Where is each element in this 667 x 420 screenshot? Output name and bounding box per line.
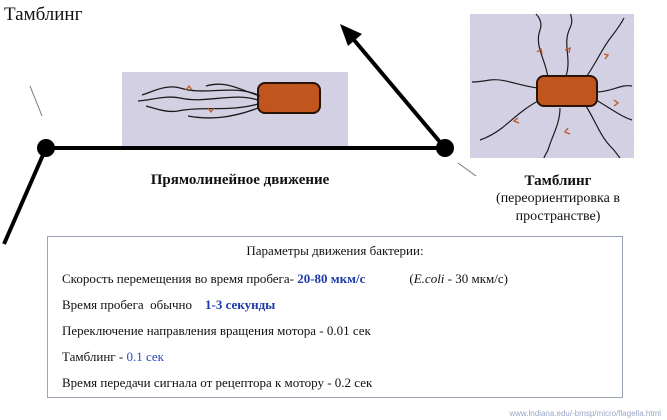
ecoli-speed: - 30 мкм/с) <box>444 271 508 286</box>
parameters-panel: Параметры движения бактерии: Скорость пе… <box>47 236 623 398</box>
switch-row: Переключение направления вращения мотора… <box>62 323 371 338</box>
parameters-title: Параметры движения бактерии: <box>246 243 424 258</box>
tumble-pointer-line <box>457 162 477 177</box>
tumble-point-end <box>436 139 454 157</box>
source-credit: www.lndiana.edu/-bmsp/micro/flagella.htm… <box>509 409 661 418</box>
run-time-value: 1-3 секунды <box>205 297 276 312</box>
run-time-label: Время пробега обычно <box>62 297 206 312</box>
tumble-caption-line2: пространстве) <box>515 209 601 224</box>
signal-row: Время передачи сигнала от рецептора к мо… <box>62 375 373 390</box>
tumble-point-start <box>37 139 55 157</box>
run-label: Прямолинейное движение <box>150 172 330 188</box>
cell-body <box>536 75 598 107</box>
new-direction-arrow <box>352 38 447 150</box>
speed-row: Скорость перемещения во время пробега- 2… <box>62 271 508 286</box>
run-time-row: Время пробега обычно 1-3 секунды <box>62 297 275 313</box>
cell-body <box>257 82 321 114</box>
diagram-title: Тамблинг <box>4 4 83 25</box>
tumble-time-row: Тамблинг - 0.1 сек <box>62 349 164 365</box>
speed-value: 20-80 мкм/с <box>297 271 366 286</box>
tumble-bacterium-image <box>470 13 634 159</box>
title-pointer-line <box>29 85 43 117</box>
speed-label: Скорость перемещения во время пробега- <box>62 271 298 286</box>
flagella-bundle <box>137 83 261 119</box>
tumble-caption-line1: (переориентировка в <box>496 191 620 206</box>
incoming-segment <box>2 147 48 245</box>
trajectory <box>2 24 454 245</box>
tumble-caption-heading: Тамблинг <box>524 173 592 189</box>
tumble-caption: Тамблинг (переориентировка в пространств… <box>472 172 644 226</box>
arrowhead-icon <box>340 24 362 46</box>
run-bacterium-image <box>122 72 348 149</box>
splayed-flagella <box>471 13 633 159</box>
ecoli-name: E.coli <box>413 271 445 286</box>
tumble-time-value: 0.1 сек <box>126 349 164 364</box>
tumble-time-label: Тамблинг - <box>62 349 127 364</box>
